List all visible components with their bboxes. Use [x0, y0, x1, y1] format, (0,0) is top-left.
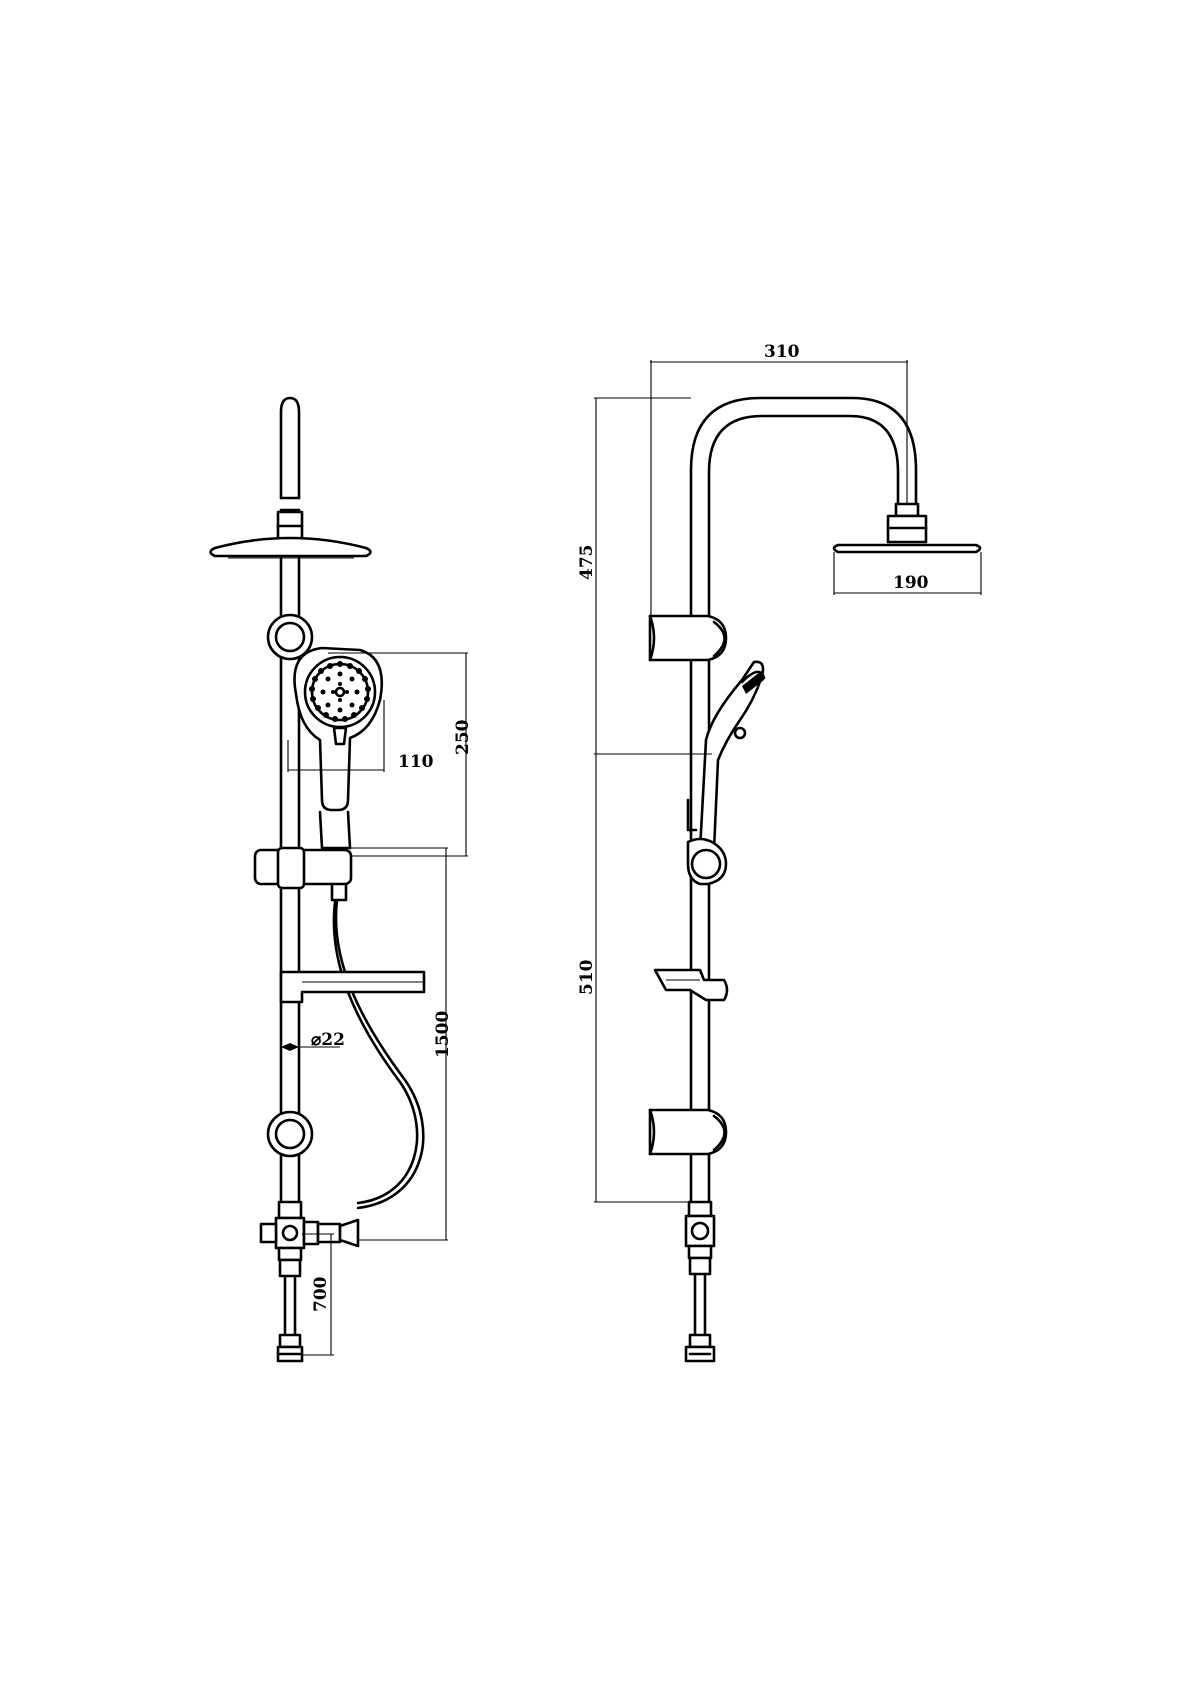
dim-inlet-spacing: 700: [311, 1276, 331, 1312]
dim-head-diameter: 190: [893, 573, 929, 593]
shower-hose: [334, 898, 425, 1210]
front-view: [209, 396, 468, 1363]
soap-dish: [279, 970, 426, 1004]
hand-shower-side: [686, 660, 766, 886]
hand-shower: [293, 646, 384, 850]
dim-hose-length: 1500: [433, 1011, 453, 1058]
diverter-connector: [259, 1200, 360, 1278]
dim-handshower-height: 250: [453, 719, 473, 755]
inlet-pipe: [276, 1274, 304, 1363]
dim-upper-height: 475: [577, 545, 597, 581]
lower-wall-bracket: [266, 1110, 314, 1158]
dimension-lines-front: [281, 652, 468, 1356]
side-view: [594, 360, 982, 1363]
connector-side: [684, 1200, 716, 1363]
riser-top: [279, 396, 301, 500]
overhead-shower-head-side: [832, 543, 982, 554]
dim-rail-diameter: ⌀22: [311, 1030, 345, 1050]
upper-bracket-side: [648, 614, 728, 662]
overhead-shower-head: [209, 536, 372, 558]
spray-nozzles: [309, 661, 371, 722]
slide-holder: [253, 846, 353, 902]
side-rail: [689, 618, 711, 1204]
dim-lower-height: 510: [577, 959, 597, 995]
soap-dish-side: [653, 968, 729, 1002]
lower-bracket-side: [648, 1108, 728, 1156]
upper-wall-bracket: [266, 613, 314, 661]
shower-arm: [689, 396, 918, 624]
dim-handshower-width: 110: [398, 752, 434, 772]
dim-arm-reach: 310: [764, 342, 800, 362]
dimension-lines-side: [594, 360, 982, 1203]
